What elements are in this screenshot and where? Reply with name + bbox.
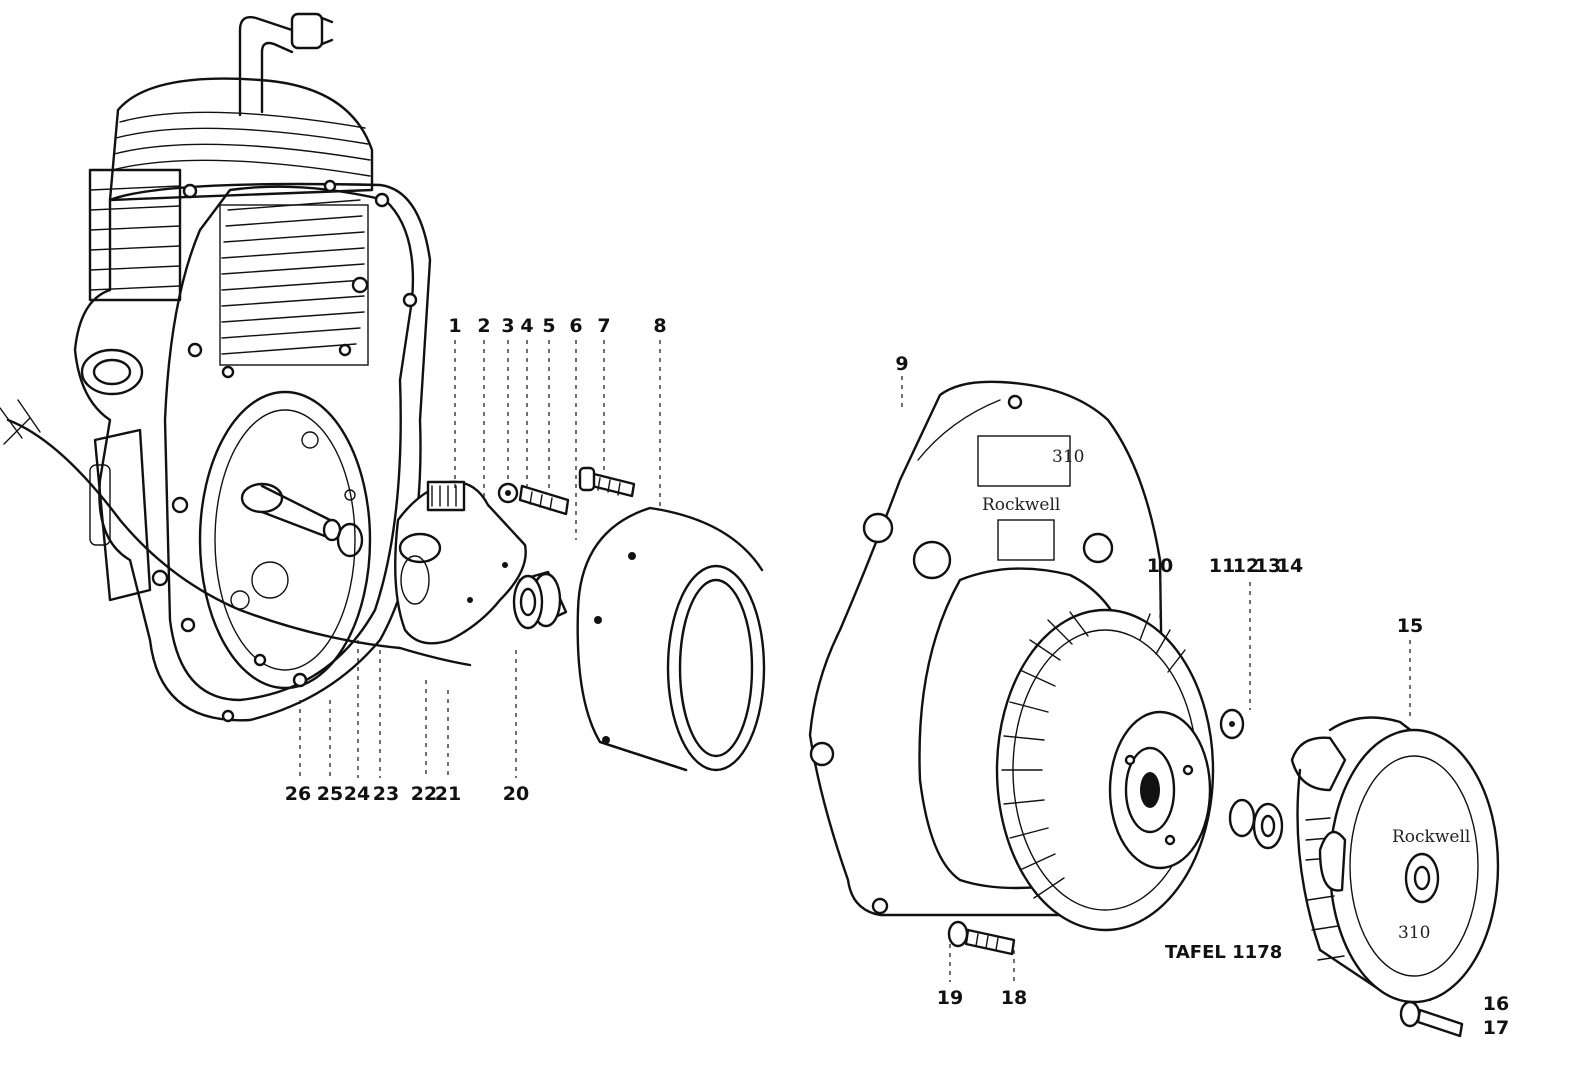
callout-18: 18 [1001,987,1027,1009]
callout-25: 25 [317,783,343,805]
housing-brand-casting: Rockwell [982,495,1060,515]
flywheel-ring [576,506,766,772]
callout-7: 7 [597,315,610,337]
engine-block [0,12,472,723]
callout-labels: 1 2 3 4 5 6 7 8 9 10 11 12 13 14 15 16 1… [285,315,1509,1039]
small-hardware-1-7 [497,466,636,516]
callout-24: 24 [344,783,370,805]
callout-9: 9 [895,353,908,375]
contact-breaker-assembly [394,480,527,645]
fan-housing: 310 Rockwell [808,380,1167,917]
starter-brand-casting: Rockwell [1392,827,1470,847]
starter-model-casting: 310 [1398,923,1430,943]
plate-label: TAFEL 1178 [1165,942,1282,963]
screws-16-19 [947,920,1464,1038]
callout-13: 13 [1255,555,1281,577]
callout-12: 12 [1233,555,1259,577]
callout-4: 4 [520,315,533,337]
callout-15: 15 [1397,615,1423,637]
callout-21: 21 [435,783,461,805]
callout-3: 3 [501,315,514,337]
callout-23: 23 [373,783,399,805]
callout-14: 14 [1277,555,1303,577]
callout-11: 11 [1209,555,1235,577]
callout-6: 6 [569,315,582,337]
housing-model-casting: 310 [1052,447,1084,467]
starter-cup: Rockwell 310 [1290,716,1500,1004]
callout-10: 10 [1147,555,1173,577]
leader-lines [299,340,1411,982]
fan-wheel [995,608,1215,932]
cam-sleeve [512,570,568,630]
callout-8: 8 [653,315,666,337]
fan-hardware-11-14 [1219,708,1284,850]
callout-22: 22 [411,783,437,805]
callout-1: 1 [448,315,461,337]
callout-16: 16 [1483,993,1509,1015]
callout-17: 17 [1483,1017,1509,1039]
callout-26: 26 [285,783,311,805]
callout-20: 20 [503,783,529,805]
callout-2: 2 [477,315,490,337]
callout-5: 5 [542,315,555,337]
callout-19: 19 [937,987,963,1009]
